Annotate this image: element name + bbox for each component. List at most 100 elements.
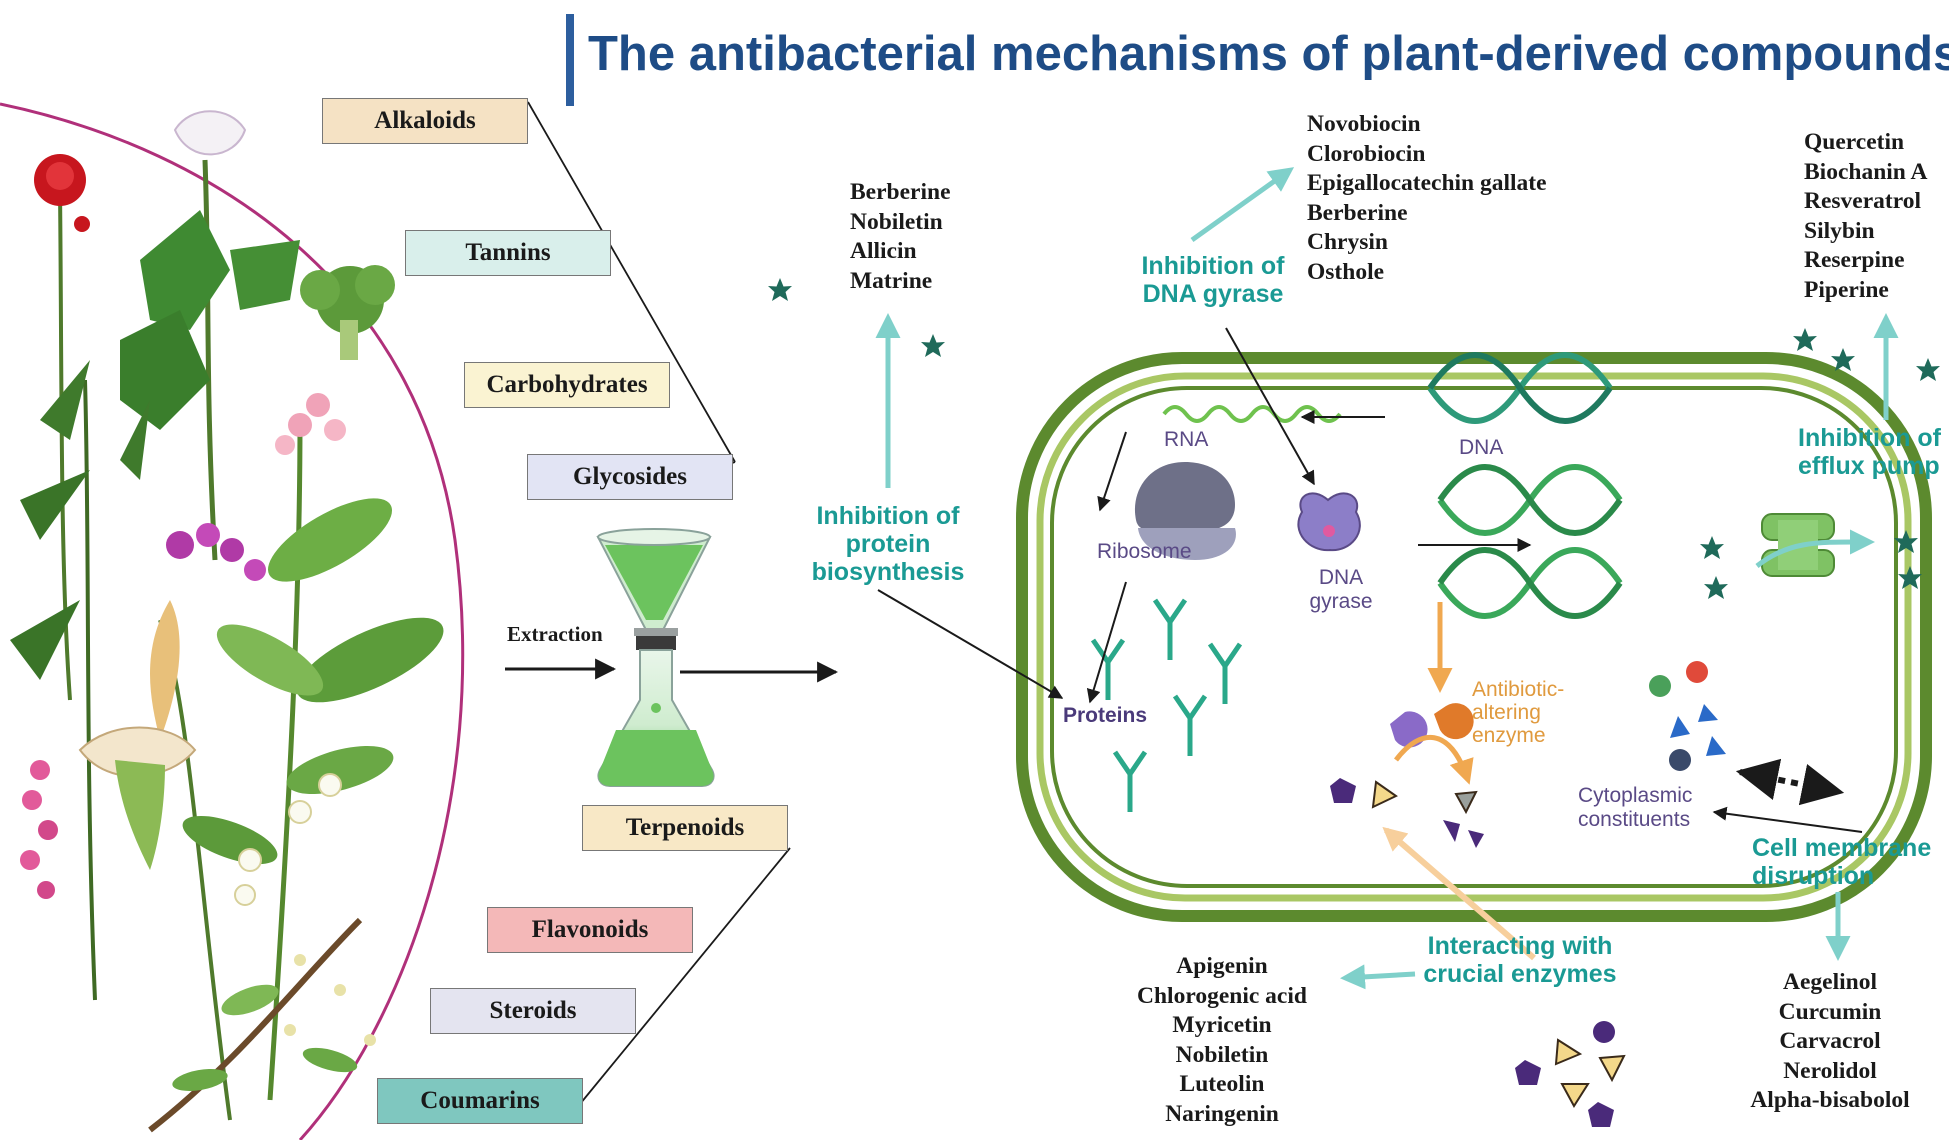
membrane-compound-list-item: Nerolidol xyxy=(1783,1057,1877,1084)
efflux-compound-list-item: Reserpine xyxy=(1804,247,1905,273)
mechanism-gyrase-label-item: Inhibition of xyxy=(1141,252,1285,280)
classes-bracket-top xyxy=(527,101,736,463)
const-blue-3 xyxy=(1706,736,1726,756)
extraction-apparatus xyxy=(596,528,715,787)
protein-compound-list-item: Matrine xyxy=(850,267,933,294)
const-green xyxy=(1649,675,1671,697)
mechanism-protein-label-item: Inhibition of xyxy=(816,502,960,530)
enzyme-orange xyxy=(1434,703,1474,740)
plant-region-outline xyxy=(0,102,465,1140)
extraction-label: Extraction xyxy=(507,622,603,646)
class-label-coumarins: Coumarins xyxy=(420,1087,540,1114)
class-label-steroids: Steroids xyxy=(489,997,577,1024)
mechanism-enzymes-label-item: crucial enzymes xyxy=(1423,960,1617,988)
dna-label: DNA xyxy=(1459,436,1504,459)
bottom-circle xyxy=(1593,1021,1615,1043)
gyrase-compound-list-item: Novobiocin xyxy=(1307,111,1421,137)
membrane-compound-list-item: Curcumin xyxy=(1778,998,1882,1025)
const-red xyxy=(1686,661,1708,683)
arrow-enzymes-left xyxy=(1340,964,1416,990)
bottom-tri-3 xyxy=(1560,1083,1590,1108)
dna-gyrase-label-item: DNA xyxy=(1318,566,1364,589)
arrow-rna-to-ribosome xyxy=(1097,431,1127,512)
class-box-glycosides: Glycosides xyxy=(527,454,733,500)
class-label-alkaloids: Alkaloids xyxy=(374,107,476,134)
efflux-compound-list-item: Piperine xyxy=(1804,276,1889,303)
const-blue-1 xyxy=(1670,716,1690,738)
const-blue-2 xyxy=(1698,704,1718,722)
arrow-membrane-to-constituents xyxy=(1712,806,1863,833)
arrow-efflux-out xyxy=(1755,529,1875,568)
ribosome-shape xyxy=(1134,462,1236,560)
class-box-carbohydrates: Carbohydrates xyxy=(464,362,670,408)
arrow-enzymes-interact xyxy=(1382,826,1536,961)
enzyme-label-item: altering xyxy=(1472,701,1541,724)
mechanism-membrane-label-item: disruption xyxy=(1752,862,1875,890)
proteins-label: Proteins xyxy=(1063,704,1148,727)
membrane-compound-list-item: Alpha-bisabolol xyxy=(1750,1087,1910,1113)
cytoplasmic-label-item: constituents xyxy=(1578,808,1691,831)
dna-gyrase-shape xyxy=(1297,492,1361,552)
class-box-steroids: Steroids xyxy=(430,988,636,1034)
const-gray xyxy=(1669,749,1691,771)
gyrase-compound-list-item: Epigallocatechin gallate xyxy=(1307,170,1547,196)
dna-helices xyxy=(1427,352,1623,619)
class-label-glycosides: Glycosides xyxy=(573,463,687,490)
rna-strand xyxy=(1162,405,1342,423)
enzyme-label-item: enzyme xyxy=(1472,724,1546,747)
protein-compound-list-item: Berberine xyxy=(850,179,951,205)
enzymes-compound-list-item: Luteolin xyxy=(1179,1071,1265,1097)
gyrase-compound-list-item: Chrysin xyxy=(1307,229,1388,255)
bottom-pentagon-2 xyxy=(1588,1102,1614,1127)
arrow-protein-label-to-proteins xyxy=(877,589,1064,699)
mechanism-efflux-label-item: Inhibition of xyxy=(1798,424,1942,452)
ribosome-label: Ribosome xyxy=(1097,540,1192,563)
class-box-tannins: Tannins xyxy=(405,230,611,276)
bottom-tri-1 xyxy=(1554,1038,1583,1066)
class-label-carbohydrates: Carbohydrates xyxy=(486,371,648,398)
triangle-yellow xyxy=(1371,780,1398,809)
frag-dark-1 xyxy=(1443,820,1460,842)
efflux-compound-list-item: Silybin xyxy=(1804,217,1875,244)
class-label-flavonoids: Flavonoids xyxy=(531,916,649,943)
enzymes-compound-list-item: Myricetin xyxy=(1172,1012,1272,1038)
rna-label: RNA xyxy=(1164,428,1209,451)
mechanism-gyrase-label-item: DNA gyrase xyxy=(1142,280,1284,308)
protein-compound-list-item: Allicin xyxy=(850,238,917,264)
bottom-pentagon-1 xyxy=(1515,1060,1541,1085)
enzymes-compound-list-item: Apigenin xyxy=(1176,953,1268,979)
class-label-terpenoids: Terpenoids xyxy=(625,814,745,841)
protein-shapes xyxy=(1090,598,1243,812)
mechanism-efflux-label-item: efflux pump xyxy=(1798,452,1940,480)
gyrase-compound-list-item: Clorobiocin xyxy=(1307,140,1426,167)
triangle-gray xyxy=(1454,790,1478,815)
arrow-gyrase-label-to-gyrase xyxy=(1225,327,1315,486)
gyrase-compound-list-item: Osthole xyxy=(1307,258,1385,285)
class-box-terpenoids: Terpenoids xyxy=(582,805,788,851)
star-molecules xyxy=(768,278,1940,599)
class-box-flavonoids: Flavonoids xyxy=(487,907,693,953)
efflux-compound-list-item: Quercetin xyxy=(1804,129,1905,155)
title-accent-bar xyxy=(566,14,574,106)
bottom-tri-2 xyxy=(1598,1054,1626,1083)
arrow-leak xyxy=(1735,758,1845,806)
classes-bracket-bottom xyxy=(579,847,791,1105)
enzyme-label-item: Antibiotic- xyxy=(1472,678,1565,701)
gyrase-compound-list-item: Berberine xyxy=(1307,199,1408,226)
mechanism-enzymes-label-item: Interacting with xyxy=(1427,932,1613,960)
protein-compound-list-item: Nobiletin xyxy=(850,208,943,235)
mechanism-membrane-label-item: Cell membrane xyxy=(1752,834,1932,862)
mechanism-protein-label-item: biosynthesis xyxy=(811,558,965,586)
efflux-compound-list-item: Biochanin A xyxy=(1804,158,1928,185)
arrow-ribosome-to-proteins xyxy=(1086,581,1127,704)
arrow-gyrase-up xyxy=(1190,167,1295,243)
enzymes-compound-list-item: Chlorogenic acid xyxy=(1137,982,1307,1009)
